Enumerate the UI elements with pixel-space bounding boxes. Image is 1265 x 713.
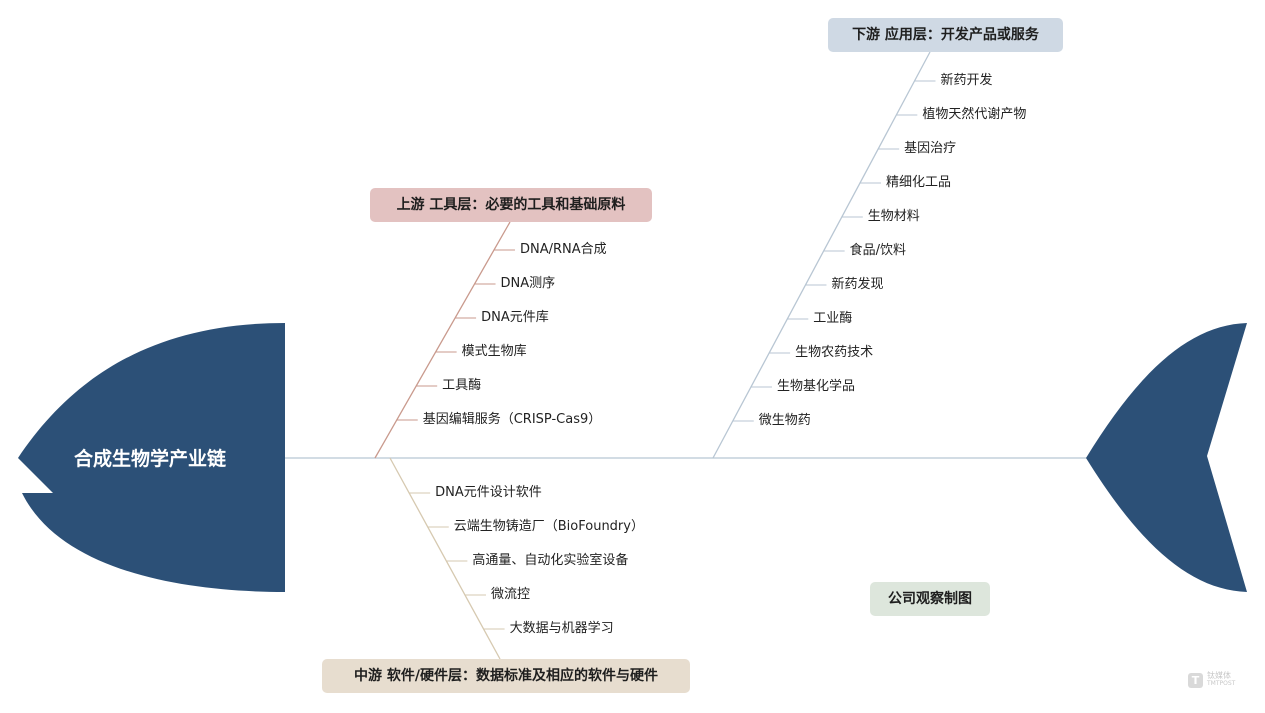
downstream-item: 生物材料 bbox=[867, 209, 920, 224]
upstream-item: 基因编辑服务（CRISP-Cas9） bbox=[422, 412, 602, 427]
downstream-item: 生物农药技术 bbox=[795, 345, 874, 360]
downstream-item: 生物基化学品 bbox=[776, 379, 855, 394]
downstream-item: 工业酶 bbox=[813, 311, 853, 326]
midstream-item: 云端生物铸造厂（BioFoundry） bbox=[453, 519, 644, 534]
upstream-item: DNA元件库 bbox=[481, 310, 549, 325]
watermark-sub: TMTPOST bbox=[1207, 680, 1236, 687]
company-label: 公司观察制图 bbox=[870, 582, 990, 616]
upstream-box: 上游 工具层：必要的工具和基础原料 bbox=[370, 188, 652, 222]
downstream-box: 下游 应用层：开发产品或服务 bbox=[828, 18, 1063, 52]
watermark: T 钛媒体 TMTPOST bbox=[1188, 672, 1235, 688]
upstream-item: 工具酶 bbox=[442, 378, 482, 393]
downstream-item: 微生物药 bbox=[758, 413, 811, 428]
downstream-item: 食品/饮料 bbox=[849, 243, 907, 258]
watermark-name: 钛媒体 bbox=[1207, 671, 1231, 680]
upstream-item: DNA/RNA合成 bbox=[519, 242, 607, 257]
midstream-box: 中游 软件/硬件层：数据标准及相应的软件与硬件 bbox=[322, 659, 690, 693]
midstream-item: 大数据与机器学习 bbox=[509, 621, 614, 636]
downstream-item: 新药发现 bbox=[831, 277, 884, 292]
midstream-item: DNA元件设计软件 bbox=[435, 485, 542, 500]
diagram-title: 合成生物学产业链 bbox=[73, 448, 226, 470]
downstream-item: 基因治疗 bbox=[904, 141, 957, 156]
upstream-branch-line bbox=[374, 221, 511, 459]
downstream-item: 植物天然代谢产物 bbox=[922, 107, 1027, 122]
downstream-item: 新药开发 bbox=[940, 73, 993, 88]
midstream-item: 微流控 bbox=[490, 587, 530, 602]
tmtpost-logo-icon: T bbox=[1188, 672, 1203, 688]
upstream-item: 模式生物库 bbox=[461, 344, 527, 359]
downstream-branch-line bbox=[712, 51, 931, 459]
midstream-branch-line bbox=[389, 457, 501, 660]
midstream-item: 高通量、自动化实验室设备 bbox=[472, 553, 629, 568]
fish-tail bbox=[1086, 323, 1247, 592]
downstream-item: 精细化工品 bbox=[885, 175, 951, 190]
upstream-item: DNA测序 bbox=[500, 276, 556, 291]
fish-head bbox=[18, 323, 285, 592]
